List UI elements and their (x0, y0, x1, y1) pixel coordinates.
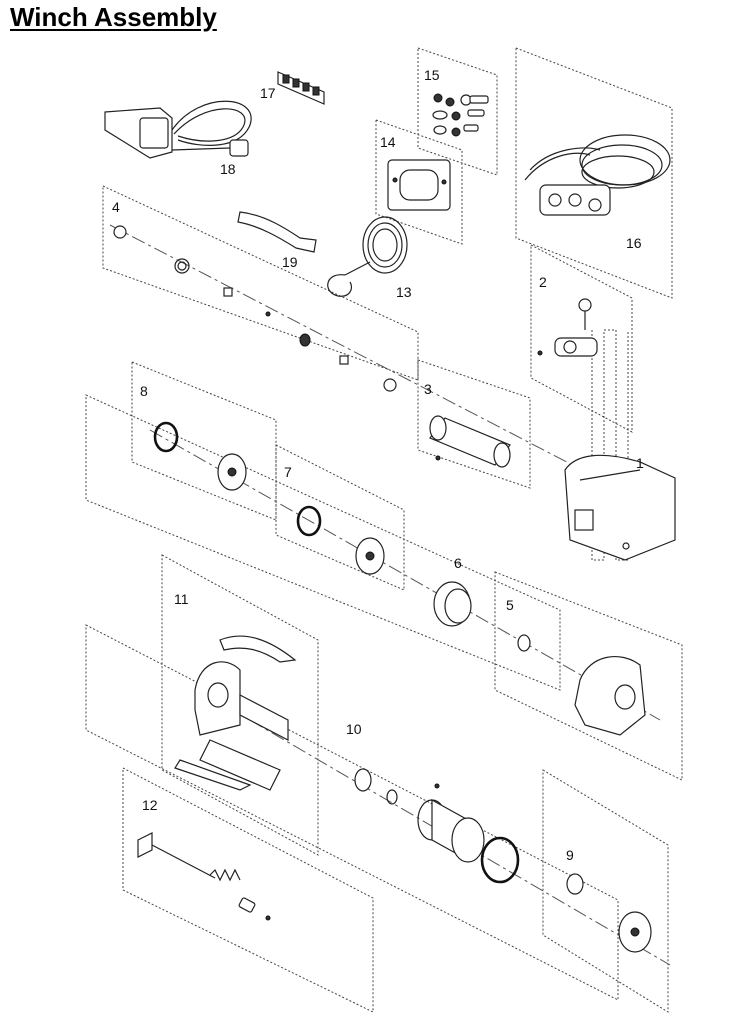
ring-gear-part (433, 581, 472, 627)
group-box-14 (375, 119, 463, 245)
callout-11: 11 (174, 591, 189, 607)
group-box-lower-left (85, 624, 619, 1001)
oring-8-part (153, 421, 247, 491)
remote-control-part (104, 100, 252, 159)
group-box-5 (494, 571, 683, 781)
group-box-3 (417, 359, 531, 489)
callout-7: 7 (284, 464, 292, 480)
solenoid-cables-part (524, 134, 671, 216)
callout-2: 2 (539, 274, 547, 290)
switch-part (537, 298, 598, 357)
group-box-2 (530, 244, 633, 433)
shaft-components-part (113, 225, 397, 392)
drum-part (354, 768, 520, 884)
callout-8: 8 (140, 383, 148, 399)
end-housing-part (517, 634, 646, 736)
gear-plate-9-part (566, 873, 652, 953)
callout-1: 1 (636, 455, 644, 471)
callout-12: 12 (142, 797, 158, 813)
callout-15: 15 (424, 67, 440, 83)
page-title: Winch Assembly (10, 2, 217, 32)
fairlead-part (387, 159, 451, 211)
hardware-part (432, 93, 489, 137)
group-box-16 (515, 47, 673, 299)
group-box-7 (275, 444, 405, 591)
callout-6: 6 (454, 555, 462, 571)
group-box-12 (122, 767, 374, 1013)
axis-middle (149, 429, 661, 721)
callout-16: 16 (626, 235, 642, 251)
group-box-big-left (85, 394, 561, 691)
callout-14: 14 (380, 134, 396, 150)
hand-strap-part (237, 211, 317, 253)
callout-5: 5 (506, 597, 514, 613)
motor-housing-part (564, 454, 676, 561)
group-box-15 (417, 47, 498, 176)
callout-3: 3 (424, 381, 432, 397)
callout-4: 4 (112, 199, 120, 215)
brake-rod-part (137, 832, 271, 921)
terminal-strip-part (277, 71, 325, 105)
group-outlines (85, 47, 683, 1013)
assembly-axes (109, 224, 671, 966)
callout-18: 18 (220, 161, 236, 177)
group-box-4 (102, 185, 419, 381)
group-box-8 (131, 361, 277, 521)
drum-tube-part (429, 415, 511, 468)
callout-13: 13 (396, 284, 412, 300)
callout-9: 9 (566, 847, 574, 863)
callout-10: 10 (346, 721, 362, 737)
group-box-9 (542, 769, 669, 1013)
callout-labels: 1 2 3 4 5 6 7 8 9 10 11 12 13 14 15 16 1… (112, 67, 644, 863)
wire-rope-hook-part (327, 216, 408, 297)
callout-19: 19 (282, 254, 298, 270)
frame-part (174, 635, 297, 791)
group-box-11 (161, 554, 319, 856)
callout-17: 17 (260, 85, 276, 101)
oring-7-part (296, 505, 385, 575)
